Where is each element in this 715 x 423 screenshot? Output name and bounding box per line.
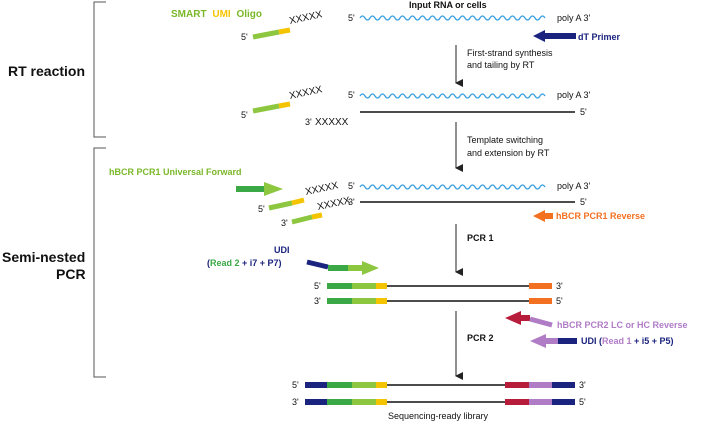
smart-oligo-1: [252, 27, 291, 40]
five-prime-rna-3: 5': [348, 181, 355, 191]
udi-read2-open: (: [207, 258, 210, 268]
five-prime-oligo-1: 5': [241, 32, 248, 42]
semi-nested-label-line2: PCR: [56, 266, 86, 282]
three-prime-cdna-3: 3': [348, 197, 355, 207]
smart-word: SMART: [171, 9, 207, 20]
five-prime-rna-2: 5': [348, 90, 355, 100]
input-rna-label: Input RNA or cells: [409, 0, 487, 10]
rna-wave-1: [359, 15, 546, 21]
three-prime-pcr1a: 3': [556, 281, 563, 291]
five-prime-oligo-2: 5': [241, 110, 248, 120]
xxxxx-3a: XXXXX: [304, 180, 339, 198]
hbcr-pcr1-reverse-arrow: [533, 210, 553, 222]
smart-oligo-3a: [268, 197, 305, 211]
dt-primer-arrow: [533, 30, 576, 42]
three-prime-cdna-2: 3': [305, 117, 312, 127]
xxxxx-1: XXXXX: [288, 9, 323, 27]
five-prime-lib-b: 5': [579, 397, 586, 407]
poly-a-3: poly A 3': [557, 181, 591, 191]
three-prime-lib-a: 3': [579, 380, 586, 390]
udi-read2-rest: + i7 + P7): [240, 258, 282, 268]
first-strand-line2: and tailing by RT: [467, 60, 535, 70]
five-prime-oligo-3a: 5': [258, 204, 265, 214]
oligo-word: Oligo: [236, 9, 262, 20]
five-prime-rna-1: 5': [348, 13, 355, 23]
template-line1: Template switching: [467, 135, 543, 145]
umi-word: UMI: [212, 9, 231, 20]
three-prime-oligo-3b: 3': [281, 218, 288, 228]
three-prime-lib-b: 3': [292, 397, 299, 407]
semi-nested-bracket: [93, 147, 106, 378]
read2-word: Read 2: [210, 258, 240, 268]
five-prime-cdna-2: 5': [580, 107, 587, 117]
poly-a-1: poly A 3': [557, 13, 591, 23]
five-prime-cdna-3: 5': [580, 197, 587, 207]
read1-word: Read 1: [602, 336, 632, 346]
xxxxx-3b: XXXXX: [316, 195, 351, 213]
udi-bottom-word: UDI (: [581, 336, 602, 346]
library-label: Sequencing-ready library: [388, 411, 489, 421]
hbcr-pcr2-reverse-arrow: [505, 311, 553, 328]
five-prime-pcr1a: 5': [314, 281, 321, 291]
udi-read1-rest: + i5 + P5): [632, 336, 674, 346]
dt-primer-label: dT Primer: [578, 32, 621, 42]
first-strand-line1: First-strand synthesis: [467, 48, 553, 58]
smart-umi-oligo-label: SMART UMI Oligo: [171, 9, 262, 20]
rna-wave-2: [359, 93, 546, 99]
five-prime-lib-a: 5': [292, 380, 299, 390]
udi-top-label: UDI: [274, 245, 290, 255]
udi-forward-arrow: [306, 259, 379, 275]
rt-reaction-label: RT reaction: [8, 63, 85, 79]
hbcr-pcr2-reverse-label: hBCR PCR2 LC or HC Reverse: [557, 320, 688, 330]
xxxxx-cdna-2: XXXXX: [315, 117, 349, 128]
smart-oligo-2: [252, 101, 291, 114]
xxxxx-2: XXXXX: [288, 84, 323, 102]
rt-reaction-bracket: [93, 1, 106, 138]
rna-wave-3: [359, 184, 546, 190]
semi-nested-label-line1: Semi-nested: [2, 249, 85, 265]
pcr2-label: PCR 2: [467, 333, 494, 343]
hbcr-pcr1-forward-label: hBCR PCR1 Universal Forward: [109, 167, 242, 177]
poly-a-2: poly A 3': [557, 90, 591, 100]
three-prime-pcr1b: 3': [314, 296, 321, 306]
hbcr-pcr1-reverse-label: hBCR PCR1 Reverse: [556, 211, 645, 221]
five-prime-pcr1b: 5': [556, 296, 563, 306]
hbcr-pcr1-forward-arrow: [236, 182, 283, 196]
template-line2: and extension by RT: [467, 148, 550, 158]
udi-read2-label: (Read 2 + i7 + P7): [207, 258, 282, 268]
udi-reverse-arrow: [530, 334, 577, 348]
udi-read1-label: UDI (Read 1 + i5 + P5): [581, 336, 674, 346]
smart-oligo-3b: [291, 212, 323, 225]
pcr1-label: PCR 1: [467, 233, 494, 243]
